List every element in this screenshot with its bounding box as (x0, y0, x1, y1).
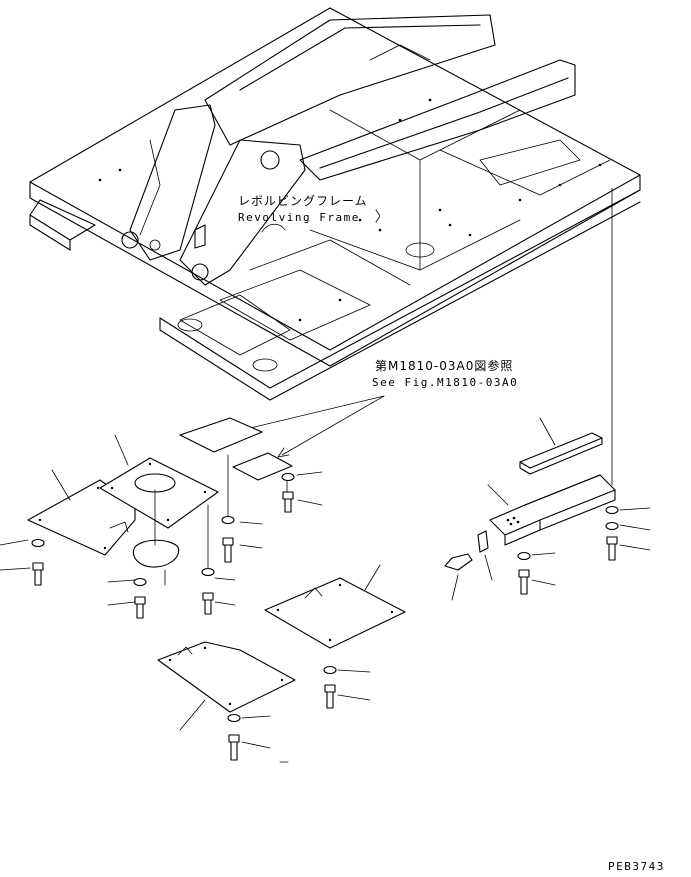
reference-label-en: See Fig.M1810-03A0 (372, 376, 518, 389)
frame-label-en: Revolving Frame (238, 211, 360, 224)
round-cover-plate (134, 540, 179, 567)
leader-lines (0, 418, 650, 762)
bolt-horizontal (445, 554, 472, 570)
frame-label-bracket (376, 210, 380, 222)
cover-left (28, 480, 135, 555)
plate-small-lower (233, 453, 292, 480)
cover-middle (265, 578, 405, 648)
bolts (33, 492, 617, 760)
cover-lower (158, 642, 295, 712)
washers (32, 474, 618, 722)
reference-label-jp: 第M1810-03A0図参照 (375, 358, 513, 373)
plate-small-upper (180, 418, 262, 452)
revolving-frame (30, 8, 640, 400)
reference-arrows (238, 396, 384, 457)
clamp-bracket (478, 531, 488, 552)
drawing-code: PEB3743 (608, 860, 665, 873)
box-lid (520, 433, 602, 468)
frame-label-jp: レボルビングフレーム (238, 194, 368, 208)
battery-box (490, 475, 615, 545)
cover-center-left (100, 458, 218, 528)
box-lid-edge (520, 438, 602, 474)
